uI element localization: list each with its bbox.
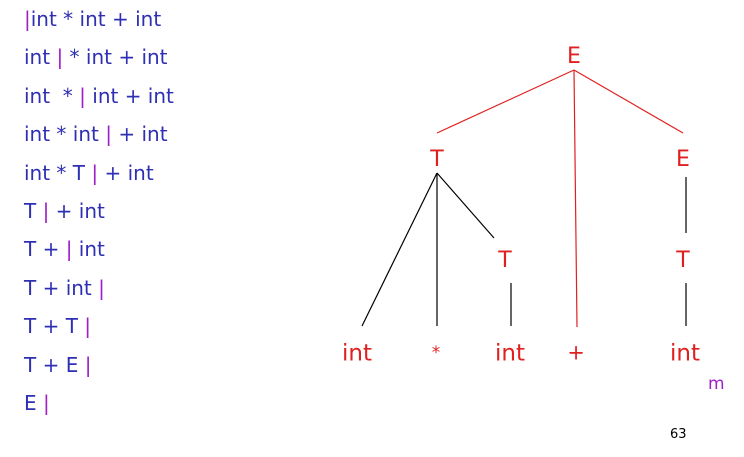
step-text-after: + int <box>98 160 154 185</box>
tree-node-E_root: E <box>567 44 581 69</box>
cursor-marker: | <box>105 122 112 147</box>
parse-tree-edges <box>361 69 687 328</box>
derivation-step: T | + int <box>24 192 174 230</box>
step-text-before: T + int <box>24 275 99 300</box>
tree-node-T2: T <box>497 248 512 273</box>
step-text-before: T + E <box>24 352 85 377</box>
cursor-marker: | <box>24 7 31 31</box>
tree-node-plus: + <box>567 341 585 365</box>
step-text-before: int * <box>24 83 80 108</box>
extra-letter: m <box>708 374 725 394</box>
cursor-marker: | <box>65 237 73 262</box>
derivation-step: T + T | <box>24 307 174 345</box>
cursor-marker: | <box>84 352 92 377</box>
tree-edge-E_root-T1 <box>436 69 575 134</box>
page-number: 63 <box>670 427 687 442</box>
derivation-step: int * | int + int <box>24 77 174 115</box>
tree-node-star: * <box>432 343 441 363</box>
derivation-step: int * int | + int <box>24 115 174 153</box>
cursor-marker: | <box>91 160 99 185</box>
tree-node-int3: int <box>670 340 700 366</box>
step-text-after: int * int + int <box>30 7 162 31</box>
tree-node-int1: int <box>342 340 372 366</box>
step-text-before: T + <box>24 237 66 262</box>
step-text-after: * int + int <box>63 45 168 70</box>
step-text-after: int + int <box>85 83 174 108</box>
cursor-marker: | <box>79 83 86 108</box>
tree-edge-E_root-E2 <box>573 69 684 134</box>
step-text-after: + int <box>111 122 168 147</box>
cursor-marker: | <box>56 45 64 70</box>
tree-node-int2: int <box>495 340 525 366</box>
step-text-before: E <box>24 390 43 415</box>
derivation-step: T + int | <box>24 269 174 307</box>
derivation-step: int | * int + int <box>24 38 174 76</box>
derivation-step: |int * int + int <box>24 0 174 38</box>
tree-edge-T1-T2 <box>436 172 495 239</box>
derivation-step: E | <box>24 384 174 422</box>
cursor-marker: | <box>42 198 50 223</box>
cursor-marker: | <box>84 314 92 339</box>
derivation-step: int * T | + int <box>24 154 174 192</box>
step-text-before: T <box>24 198 43 223</box>
step-text-before: int * int <box>24 122 106 147</box>
tree-node-T1: T <box>429 147 444 172</box>
cursor-marker: | <box>98 275 105 300</box>
tree-edge-E_root-plus <box>573 69 578 328</box>
cursor-marker: | <box>43 390 50 415</box>
step-text-before: T + T <box>24 314 85 339</box>
derivation-step: T + E | <box>24 346 174 384</box>
step-text-after: + int <box>49 198 105 223</box>
tree-node-T3: T <box>675 248 690 273</box>
step-text-before: int <box>24 45 57 70</box>
step-text-before: int * T <box>24 160 92 185</box>
step-text-after: int <box>72 237 105 262</box>
derivation-step: T + | int <box>24 230 174 268</box>
tree-edge-T1-int1 <box>361 172 438 327</box>
tree-node-E2: E <box>676 147 690 172</box>
